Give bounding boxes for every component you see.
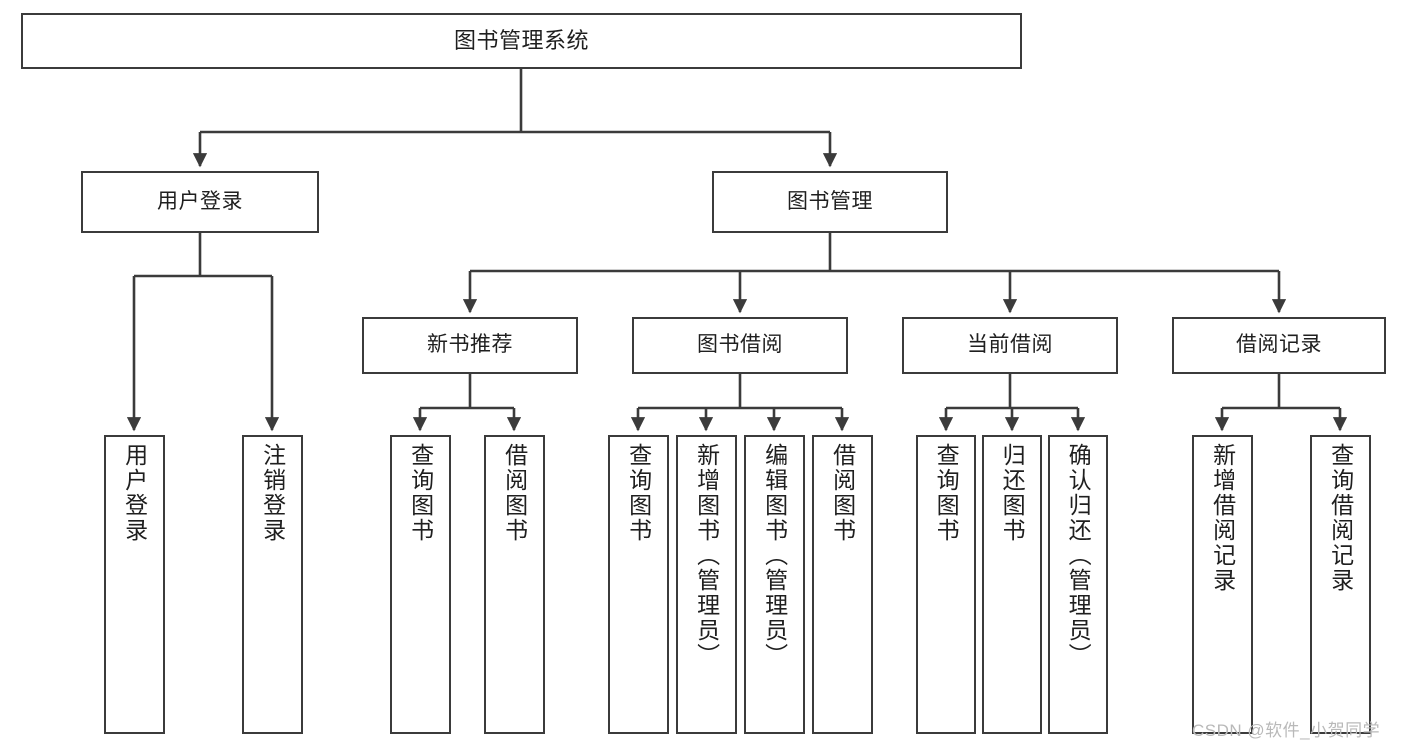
- node-leaf-borrow-borrow-book[interactable]: 借阅图书: [812, 435, 873, 734]
- node-leaf-borrow-query-book-label: 查询图书: [625, 443, 652, 543]
- csdn-watermark-text: CSDN @软件_小贺同学: [1192, 721, 1381, 740]
- node-level2-book-borrow[interactable]: 图书借阅: [632, 317, 848, 374]
- node-leaf-query-borrow-record-label: 查询借阅记录: [1327, 443, 1354, 593]
- node-level1-book-management-label: 图书管理: [787, 189, 873, 213]
- node-leaf-newbook-borrow-book[interactable]: 借阅图书: [484, 435, 545, 734]
- node-level2-new-book-recommend[interactable]: 新书推荐: [362, 317, 578, 374]
- node-level2-current-borrow-label: 当前借阅: [967, 333, 1053, 357]
- node-leaf-add-borrow-record[interactable]: 新增借阅记录: [1192, 435, 1253, 734]
- node-level2-new-book-recommend-label: 新书推荐: [427, 333, 513, 357]
- node-root-label: 图书管理系统: [453, 28, 589, 54]
- node-leaf-edit-book-admin-label: 编辑图书（管理员）: [761, 443, 788, 668]
- node-leaf-add-book-admin[interactable]: 新增图书（管理员）: [676, 435, 737, 734]
- node-leaf-return-book[interactable]: 归还图书: [982, 435, 1042, 734]
- node-level1-book-management[interactable]: 图书管理: [712, 171, 948, 233]
- node-leaf-confirm-return-admin-label: 确认归还（管理员）: [1065, 443, 1092, 668]
- node-leaf-borrow-query-book[interactable]: 查询图书: [608, 435, 669, 734]
- node-leaf-add-borrow-record-label: 新增借阅记录: [1209, 443, 1236, 593]
- node-leaf-user-login-label: 用户登录: [121, 443, 148, 543]
- node-leaf-edit-book-admin[interactable]: 编辑图书（管理员）: [744, 435, 805, 734]
- node-leaf-newbook-query-book[interactable]: 查询图书: [390, 435, 451, 734]
- node-leaf-borrow-borrow-book-label: 借阅图书: [829, 443, 856, 543]
- node-level1-user-login-label: 用户登录: [157, 189, 243, 213]
- node-root[interactable]: 图书管理系统: [21, 13, 1022, 69]
- node-level2-borrow-record[interactable]: 借阅记录: [1172, 317, 1386, 374]
- node-leaf-query-borrow-record[interactable]: 查询借阅记录: [1310, 435, 1371, 734]
- node-leaf-return-book-label: 归还图书: [999, 443, 1026, 543]
- node-leaf-logout[interactable]: 注销登录: [242, 435, 303, 734]
- node-leaf-add-book-admin-label: 新增图书（管理员）: [693, 443, 720, 668]
- node-leaf-current-query-book[interactable]: 查询图书: [916, 435, 976, 734]
- node-leaf-newbook-query-book-label: 查询图书: [407, 443, 434, 543]
- node-leaf-user-login[interactable]: 用户登录: [104, 435, 165, 734]
- node-leaf-current-query-book-label: 查询图书: [933, 443, 960, 543]
- node-level1-user-login[interactable]: 用户登录: [81, 171, 319, 233]
- node-leaf-confirm-return-admin[interactable]: 确认归还（管理员）: [1048, 435, 1108, 734]
- node-leaf-newbook-borrow-book-label: 借阅图书: [501, 443, 528, 543]
- node-level2-borrow-record-label: 借阅记录: [1236, 333, 1322, 357]
- node-leaf-logout-label: 注销登录: [259, 443, 286, 543]
- node-level2-book-borrow-label: 图书借阅: [697, 333, 783, 357]
- node-level2-current-borrow[interactable]: 当前借阅: [902, 317, 1118, 374]
- csdn-watermark: CSDN @软件_小贺同学: [1192, 716, 1380, 741]
